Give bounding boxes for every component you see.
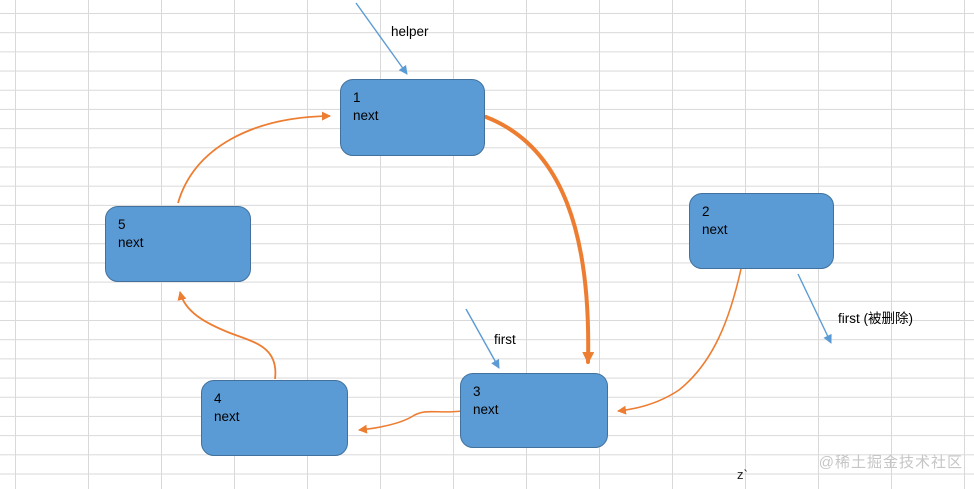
node-4: 4 next [201,380,348,456]
edge-1-to-3-thick [484,115,595,364]
node-3-value: 3 [473,384,481,399]
helper-label: helper [391,24,429,39]
node-4-value: 4 [214,391,222,406]
first-deleted-label: first (被删除) [838,311,913,326]
stray-text: z` [737,467,748,482]
first-label: first [494,332,516,347]
node-3-next-label: next [473,402,499,417]
node-1-value: 1 [353,90,361,105]
node-2-next-label: next [702,222,728,237]
first-deleted-pointer-arrow [797,273,832,344]
node-5-next-label: next [118,235,144,250]
node-2-value: 2 [702,204,710,219]
node-4-next-label: next [214,409,240,424]
node-2: 2 next [689,193,834,269]
watermark: @稀土掘金技术社区 [818,454,963,471]
node-1-next-label: next [353,108,379,123]
node-5-value: 5 [118,217,126,232]
edge-4-to-5 [177,291,277,380]
node-5: 5 next [105,206,251,282]
node-3: 3 next [460,373,608,448]
edge-5-to-1 [177,111,331,204]
edge-3-to-4 [358,410,463,434]
node-1: 1 next [340,79,485,156]
edge-2-to-3 [617,268,742,415]
